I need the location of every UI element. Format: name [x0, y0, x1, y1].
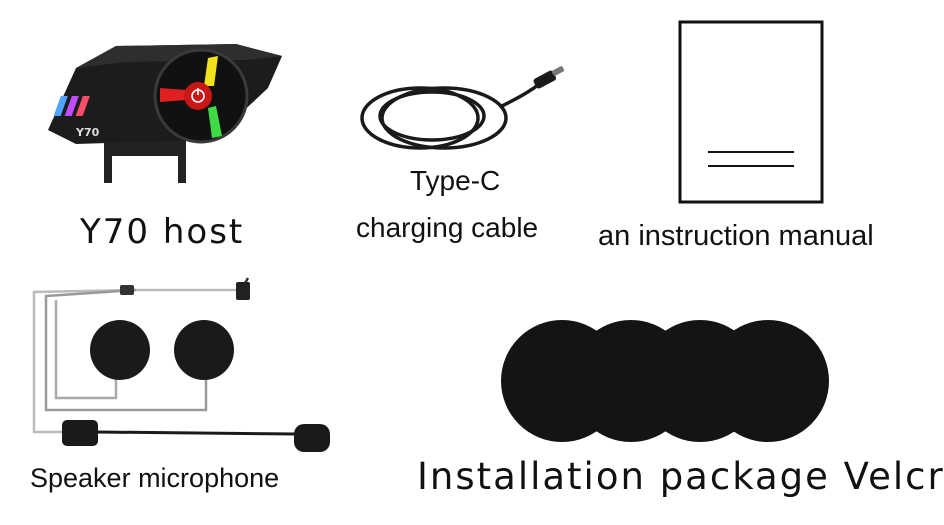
y70-host-image: Y70 — [48, 44, 282, 183]
color-stripes — [53, 96, 90, 116]
right-speaker — [174, 320, 234, 380]
mic-foam — [294, 424, 330, 452]
mount-clip — [104, 138, 186, 183]
type-c-cable-image — [360, 66, 565, 150]
velcro-dots-image — [501, 320, 829, 442]
speaker-label: Speaker microphone — [30, 463, 280, 493]
usb-c-plug — [533, 70, 557, 89]
speaker-microphone-image — [32, 277, 330, 452]
host-label: Y70 host — [80, 212, 245, 252]
left-speaker — [90, 320, 150, 380]
cable-label-line2: charging cable — [356, 212, 539, 243]
instruction-manual-image — [678, 20, 824, 204]
mic-connector — [62, 420, 98, 446]
host-badge-text: Y70 — [75, 126, 100, 139]
velcro-dot-4 — [707, 320, 829, 442]
cable-label-line1: Type-C — [410, 165, 501, 196]
velcro-label: Installation package Velcro — [417, 455, 944, 498]
manual-label: an instruction manual — [598, 220, 874, 252]
